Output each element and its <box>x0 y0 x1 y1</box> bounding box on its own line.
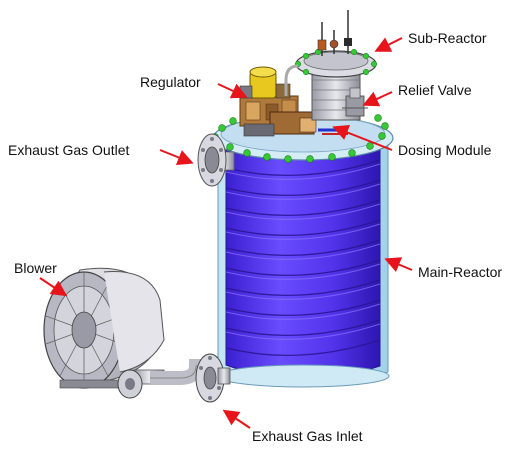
label-dosing-module: Dosing Module <box>398 142 492 158</box>
coil-highlights <box>225 163 381 340</box>
blower <box>43 267 165 399</box>
arrow-dosing-module <box>332 124 393 151</box>
arrow-blower <box>39 277 68 297</box>
label-exhaust-gas-inlet: Exhaust Gas Inlet <box>252 428 363 444</box>
regulator <box>239 66 291 99</box>
sub-reactor <box>284 10 378 121</box>
arrow-regulator <box>217 83 248 99</box>
label-regulator: Regulator <box>140 74 201 90</box>
helical-coil <box>225 159 381 356</box>
base-plate <box>216 364 390 388</box>
label-main-reactor: Main-Reactor <box>418 264 503 280</box>
arrow-exhaust-outlet <box>159 149 194 165</box>
main-reactor <box>211 112 394 388</box>
label-exhaust-gas-outlet: Exhaust Gas Outlet <box>8 142 130 158</box>
label-blower: Blower <box>14 260 57 276</box>
dosing-module <box>239 95 348 137</box>
arrow-main-reactor <box>384 257 413 272</box>
label-relief-valve: Relief Valve <box>398 82 472 98</box>
arrow-relief-valve <box>362 91 393 107</box>
arrow-sub-reactor <box>374 37 403 52</box>
label-sub-reactor: Sub-Reactor <box>408 30 487 46</box>
arrow-exhaust-inlet <box>222 409 251 429</box>
callout-arrows <box>39 37 413 429</box>
reactor-body <box>225 144 381 380</box>
exhaust-inlet-piping <box>150 353 231 403</box>
exhaust-outlet-flange <box>197 133 235 187</box>
